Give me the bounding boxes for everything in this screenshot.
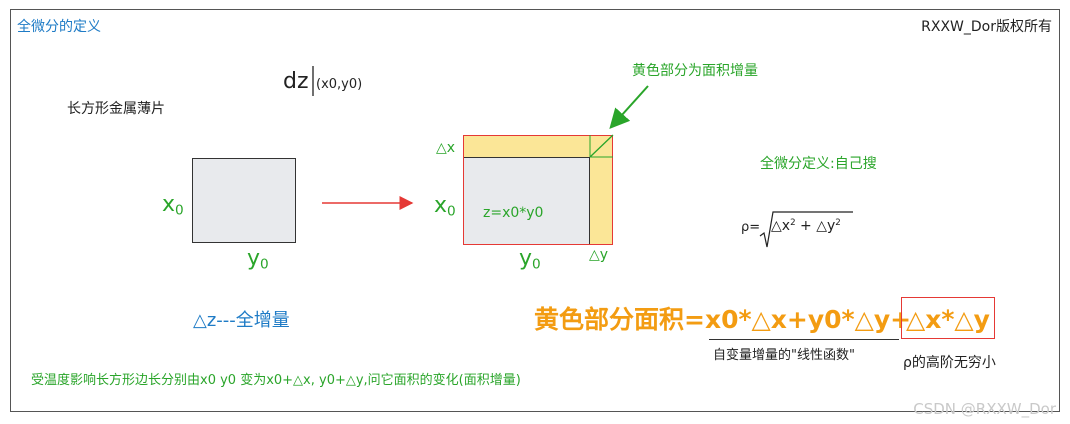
higher-order-label: ρ的高阶无穷小 xyxy=(903,355,996,371)
rho-radicand: △x2 + △y2 xyxy=(771,218,841,235)
yellow-note: 黄色部分为面积增量 xyxy=(632,63,758,79)
original-sheet-rect xyxy=(192,158,296,243)
bottom-description: 受温度影响长方形边长分别由x0 y0 变为x0+△x, y0+△y,问它面积的变… xyxy=(31,373,521,388)
total-increment-label: △z---全增量 xyxy=(193,310,290,331)
right-x0-label: x0 xyxy=(434,193,456,220)
linear-part-underline xyxy=(709,339,899,340)
diagram-frame xyxy=(10,9,1060,412)
sheet-label: 长方形金属薄片 xyxy=(67,101,165,117)
copyright-text: RXXW_Dor版权所有 xyxy=(921,19,1052,35)
watermark: CSDN @RXXW_Dor xyxy=(913,400,1056,418)
higher-order-term-box xyxy=(901,297,995,339)
yellow-area-formula: 黄色部分面积=x0*△x+y0*△y+ xyxy=(534,305,912,334)
left-y0-label: y0 xyxy=(247,246,269,273)
right-y0-label: y0 xyxy=(519,246,541,273)
left-x0-label: x0 xyxy=(162,192,184,219)
self-search-note: 全微分定义:自己搜 xyxy=(760,156,877,172)
linear-function-label: 自变量增量的"线性函数" xyxy=(713,348,855,363)
expanded-rect-outline xyxy=(463,135,613,245)
diagram-title: 全微分的定义 xyxy=(17,19,101,35)
area-formula: z=x0*y0 xyxy=(483,205,544,221)
dx-label: △x xyxy=(436,140,456,156)
dz-label: dz xyxy=(283,69,309,94)
rho-prefix: ρ= xyxy=(741,220,761,235)
dy-label: △y xyxy=(589,247,609,263)
higher-order-term: △x*△y xyxy=(906,305,990,334)
original-area-rect xyxy=(463,157,590,245)
dz-point-label: (x0,y0) xyxy=(316,77,363,92)
